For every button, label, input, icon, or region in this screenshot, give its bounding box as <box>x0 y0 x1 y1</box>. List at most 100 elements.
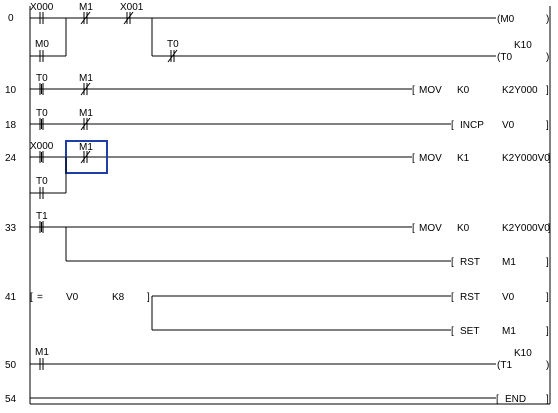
rung-24[interactable]: 24 X000 M1 T0 [ MOV K1 K2Y000V0 ] <box>5 140 551 199</box>
coil-m0[interactable]: (M0 ) <box>497 14 549 25</box>
svg-text:): ) <box>546 14 549 25</box>
svg-text:MOV: MOV <box>419 223 442 234</box>
instruction-rst[interactable]: [ RST V0 ] <box>451 292 549 303</box>
contact-m1[interactable]: M1 <box>35 347 49 370</box>
contact-x000[interactable]: X000 <box>30 2 54 24</box>
instruction-rst[interactable]: [ RST M1 ] <box>451 257 549 268</box>
svg-text:T0: T0 <box>36 73 48 84</box>
instruction-set[interactable]: [ SET M1 ] <box>451 326 549 337</box>
svg-text:M1: M1 <box>502 326 516 337</box>
svg-text:[: [ <box>451 120 454 131</box>
instruction-mov[interactable]: [ MOV K0 K2Y000 ] <box>412 85 549 96</box>
svg-text:M1: M1 <box>502 257 516 268</box>
svg-text:]: ] <box>548 223 551 234</box>
rung-18[interactable]: 18 T0 M1 [ INCP V0 ] <box>5 108 549 131</box>
svg-text:): ) <box>546 360 549 371</box>
svg-text:M0: M0 <box>35 39 49 50</box>
coil-t0[interactable]: K10 (T0 ) <box>497 40 549 63</box>
rung-33[interactable]: 33 T1 [ MOV K0 K2Y000V0 ] [ RST M1 ] <box>5 211 551 268</box>
svg-text:M1: M1 <box>79 2 93 13</box>
contact-t0-pulse[interactable]: T0 <box>36 73 48 95</box>
svg-text:]: ] <box>546 257 549 268</box>
svg-text:[: [ <box>451 326 454 337</box>
instruction-incp[interactable]: [ INCP V0 ] <box>451 120 549 131</box>
svg-text:X000: X000 <box>30 2 54 13</box>
svg-text:K10: K10 <box>514 348 532 359</box>
svg-text:SET: SET <box>460 326 479 337</box>
rung-10[interactable]: 10 T0 M1 [ MOV K0 K2Y000 ] <box>5 73 549 96</box>
svg-text:K0: K0 <box>457 223 470 234</box>
svg-text:[: [ <box>451 257 454 268</box>
svg-text:[: [ <box>412 153 415 164</box>
svg-text:]: ] <box>546 292 549 303</box>
svg-text:INCP: INCP <box>460 120 484 131</box>
svg-text:V0: V0 <box>66 292 79 303</box>
instruction-mov[interactable]: [ MOV K1 K2Y000V0 ] <box>412 153 551 164</box>
svg-text:X000: X000 <box>30 141 54 152</box>
rung-41[interactable]: 41 [ = V0 K8 ] [ RST V0 ] [ SET M1 ] <box>5 292 549 337</box>
rung-50[interactable]: 50 M1 K10 (T1 ) <box>5 347 549 371</box>
contact-x001-nc[interactable]: X001 <box>120 2 144 25</box>
step-number: 0 <box>8 13 14 24</box>
svg-text:[: [ <box>451 292 454 303</box>
svg-text:(T1: (T1 <box>497 360 512 371</box>
svg-text:K0: K0 <box>457 85 470 96</box>
svg-text:18: 18 <box>5 120 17 131</box>
svg-text:10: 10 <box>5 85 17 96</box>
compare-instruction[interactable]: [ = V0 K8 ] <box>30 292 150 303</box>
contact-m0[interactable]: M0 <box>35 39 49 62</box>
svg-text:MOV: MOV <box>419 153 442 164</box>
svg-text:]: ] <box>548 153 551 164</box>
contact-t0-nc[interactable]: T0 <box>167 39 179 63</box>
svg-text:K2Y000V0: K2Y000V0 <box>502 153 550 164</box>
svg-text:(T0: (T0 <box>497 52 512 63</box>
instruction-mov[interactable]: [ MOV K0 K2Y000V0 ] <box>412 223 551 234</box>
svg-text:M1: M1 <box>35 347 49 358</box>
rung-0[interactable]: 0 X000 M1 X001 (M0 ) M0 <box>8 2 549 63</box>
svg-text:=: = <box>37 292 43 303</box>
svg-text:[: [ <box>412 223 415 234</box>
svg-text:V0: V0 <box>502 120 515 131</box>
contact-t1-pulse[interactable]: T1 <box>36 211 48 233</box>
contact-m1-nc[interactable]: M1 <box>79 108 93 131</box>
contact-m1-nc[interactable]: M1 <box>79 73 93 96</box>
svg-text:M1: M1 <box>79 142 93 153</box>
rung-54[interactable]: 54 [ END ] <box>5 394 549 405</box>
svg-text:54: 54 <box>5 394 17 405</box>
contact-m1-nc[interactable]: M1 <box>79 2 93 25</box>
svg-text:X001: X001 <box>120 2 144 13</box>
instruction-end[interactable]: [ END ] <box>496 394 549 405</box>
svg-text:(M0: (M0 <box>497 14 515 25</box>
svg-text:]: ] <box>546 326 549 337</box>
contact-m1-nc[interactable]: M1 <box>79 142 93 164</box>
contact-t0-falling[interactable]: T0 <box>36 108 48 130</box>
svg-text:T0: T0 <box>36 108 48 119</box>
svg-text:K2Y000V0: K2Y000V0 <box>502 223 550 234</box>
svg-text:V0: V0 <box>502 292 515 303</box>
svg-text:K2Y000: K2Y000 <box>502 85 538 96</box>
svg-text:[: [ <box>30 292 33 303</box>
contact-t0[interactable]: T0 <box>36 176 48 199</box>
svg-text:): ) <box>546 52 549 63</box>
svg-text:[: [ <box>412 85 415 96</box>
svg-text:RST: RST <box>460 292 480 303</box>
svg-text:MOV: MOV <box>419 85 442 96</box>
svg-text:]: ] <box>546 394 549 405</box>
svg-text:END: END <box>505 394 526 405</box>
svg-text:T1: T1 <box>36 211 48 222</box>
contact-x000-pulse[interactable]: X000 <box>30 141 54 163</box>
svg-text:M1: M1 <box>79 108 93 119</box>
svg-text:K8: K8 <box>112 292 125 303</box>
svg-text:K10: K10 <box>514 40 532 51</box>
svg-text:41: 41 <box>5 292 17 303</box>
svg-text:33: 33 <box>5 223 17 234</box>
svg-text:M1: M1 <box>79 73 93 84</box>
svg-text:]: ] <box>147 292 150 303</box>
svg-text:]: ] <box>546 85 549 96</box>
svg-text:[: [ <box>496 394 499 405</box>
coil-t1[interactable]: K10 (T1 ) <box>497 348 549 371</box>
svg-text:RST: RST <box>460 257 480 268</box>
svg-text:T0: T0 <box>36 176 48 187</box>
svg-text:T0: T0 <box>167 39 179 50</box>
